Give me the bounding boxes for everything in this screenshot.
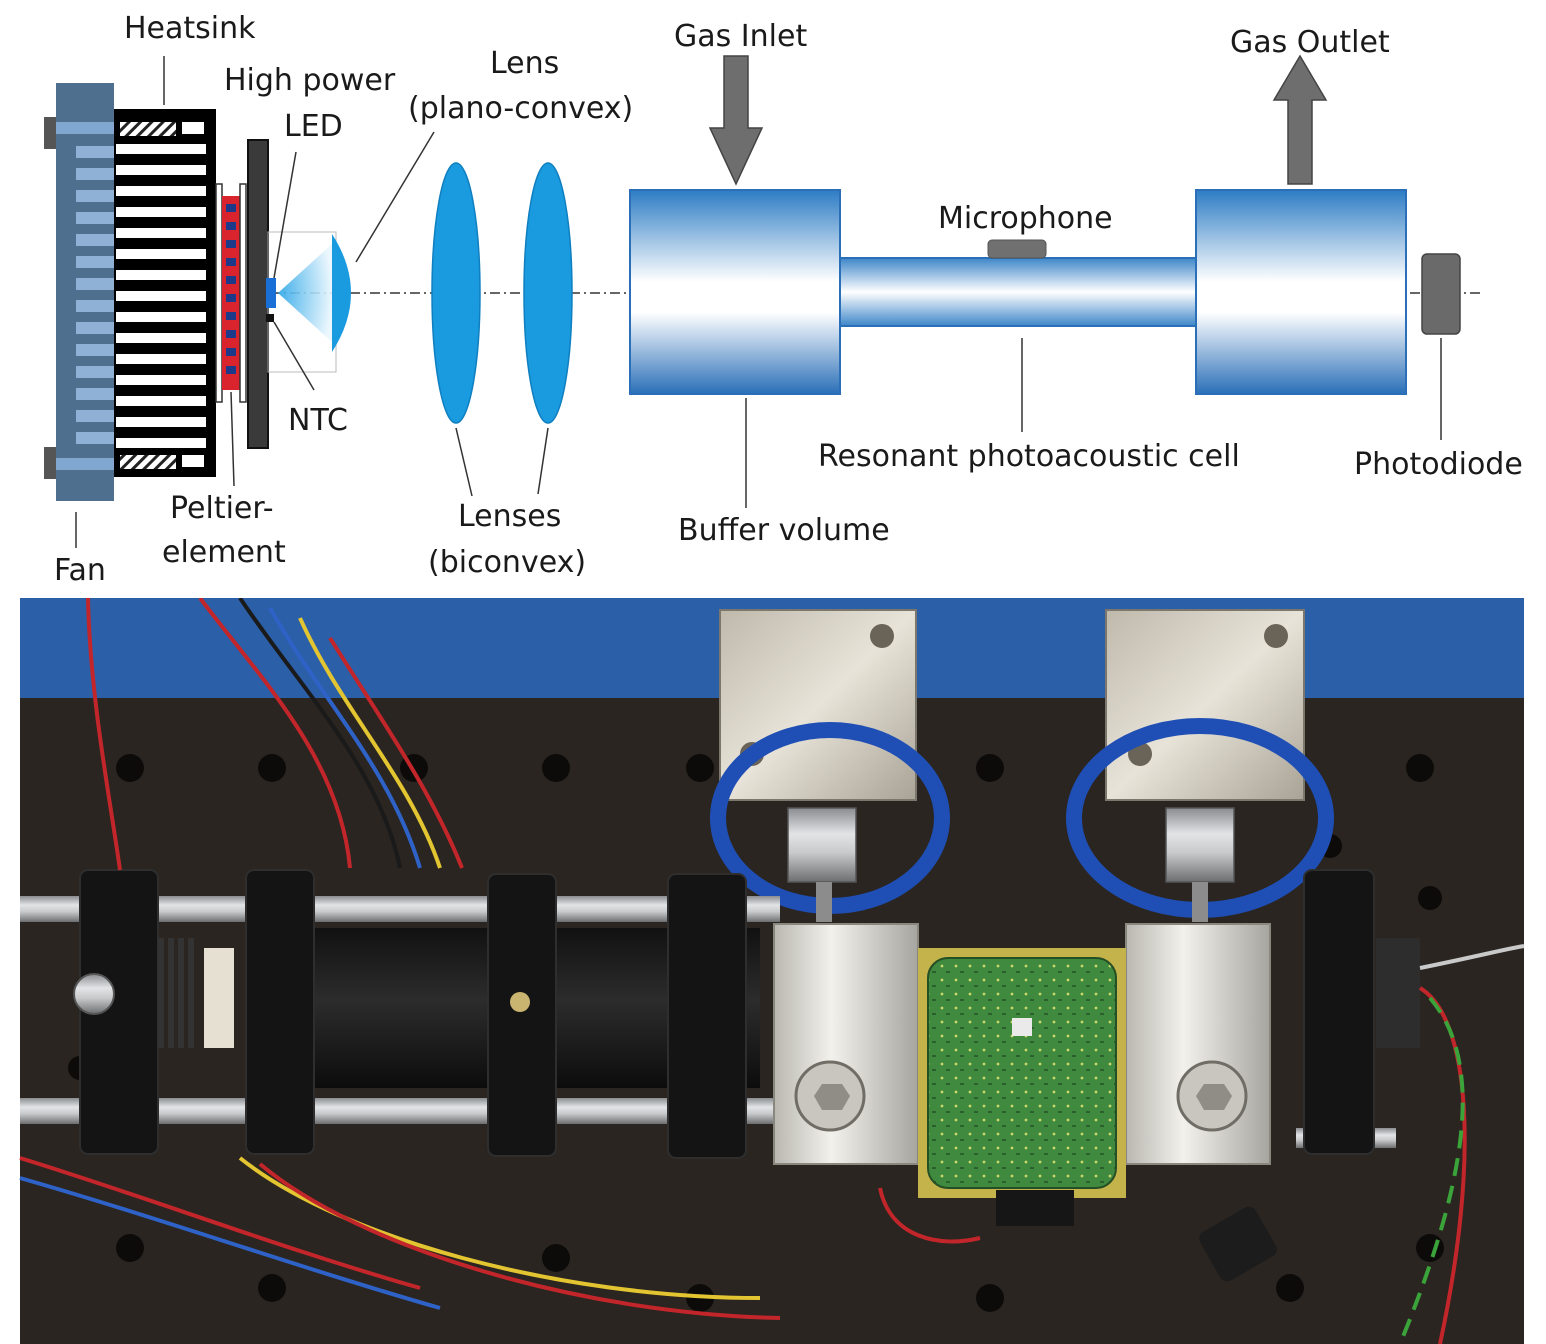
photo-heatsink xyxy=(158,938,194,1048)
label-resonant-cell: Resonant photoacoustic cell xyxy=(818,439,1240,474)
label-heatsink: Heatsink xyxy=(124,11,256,46)
label-lens-type: (plano-convex) xyxy=(408,91,633,126)
label-lenses: Lenses xyxy=(458,499,561,534)
label-buffer-volume: Buffer volume xyxy=(678,513,890,548)
gas-fitting-left xyxy=(710,609,950,922)
gas-outlet-arrow xyxy=(1272,54,1328,185)
label-peltier: Peltier- xyxy=(170,491,274,526)
buffer-block-left xyxy=(773,923,919,1165)
gas-fitting-right xyxy=(1066,609,1334,922)
led-chip xyxy=(266,278,276,308)
buffer-volume-left xyxy=(629,189,841,395)
biconvex-lens-1 xyxy=(431,162,481,424)
label-gas-outlet: Gas Outlet xyxy=(1230,25,1390,60)
biconvex-lens-2 xyxy=(523,162,573,424)
resonant-cell-tube xyxy=(839,257,1197,327)
setup-photo xyxy=(19,598,1525,1344)
led-module xyxy=(266,231,351,373)
label-high-power: High power xyxy=(224,63,396,98)
photodiode-body xyxy=(1421,253,1461,335)
screw-head xyxy=(73,973,115,1015)
cage-plates xyxy=(79,869,1375,1159)
label-peltier-element: element xyxy=(162,535,286,570)
label-led: LED xyxy=(284,109,343,144)
microphone-body xyxy=(987,239,1047,259)
schematic-diagram: Heatsink High power LED Lens (plano-conv… xyxy=(44,11,1523,588)
label-lens: Lens xyxy=(490,46,559,81)
heatsink xyxy=(114,109,216,477)
cables xyxy=(19,598,1525,1344)
leader-lines xyxy=(75,56,1442,548)
buffer-volume-right xyxy=(1195,189,1407,395)
label-fan: Fan xyxy=(54,553,106,588)
label-microphone: Microphone xyxy=(938,201,1113,236)
peltier-element xyxy=(215,183,247,403)
photo-peltier xyxy=(204,948,234,1048)
led-plate xyxy=(247,139,269,449)
gas-inlet-arrow xyxy=(708,55,764,186)
label-gas-inlet: Gas Inlet xyxy=(674,19,807,54)
ntc-sensor xyxy=(266,314,274,322)
label-ntc: NTC xyxy=(288,403,348,438)
photodiode-board xyxy=(1376,938,1420,1048)
label-lenses-type: (biconvex) xyxy=(428,545,586,580)
plano-convex-lens xyxy=(332,234,351,352)
black-knob xyxy=(1199,1206,1277,1282)
label-photodiode: Photodiode xyxy=(1354,447,1523,482)
microphone-pcb xyxy=(918,948,1126,1226)
fan-assembly xyxy=(44,83,114,501)
fan-slots xyxy=(76,146,114,444)
